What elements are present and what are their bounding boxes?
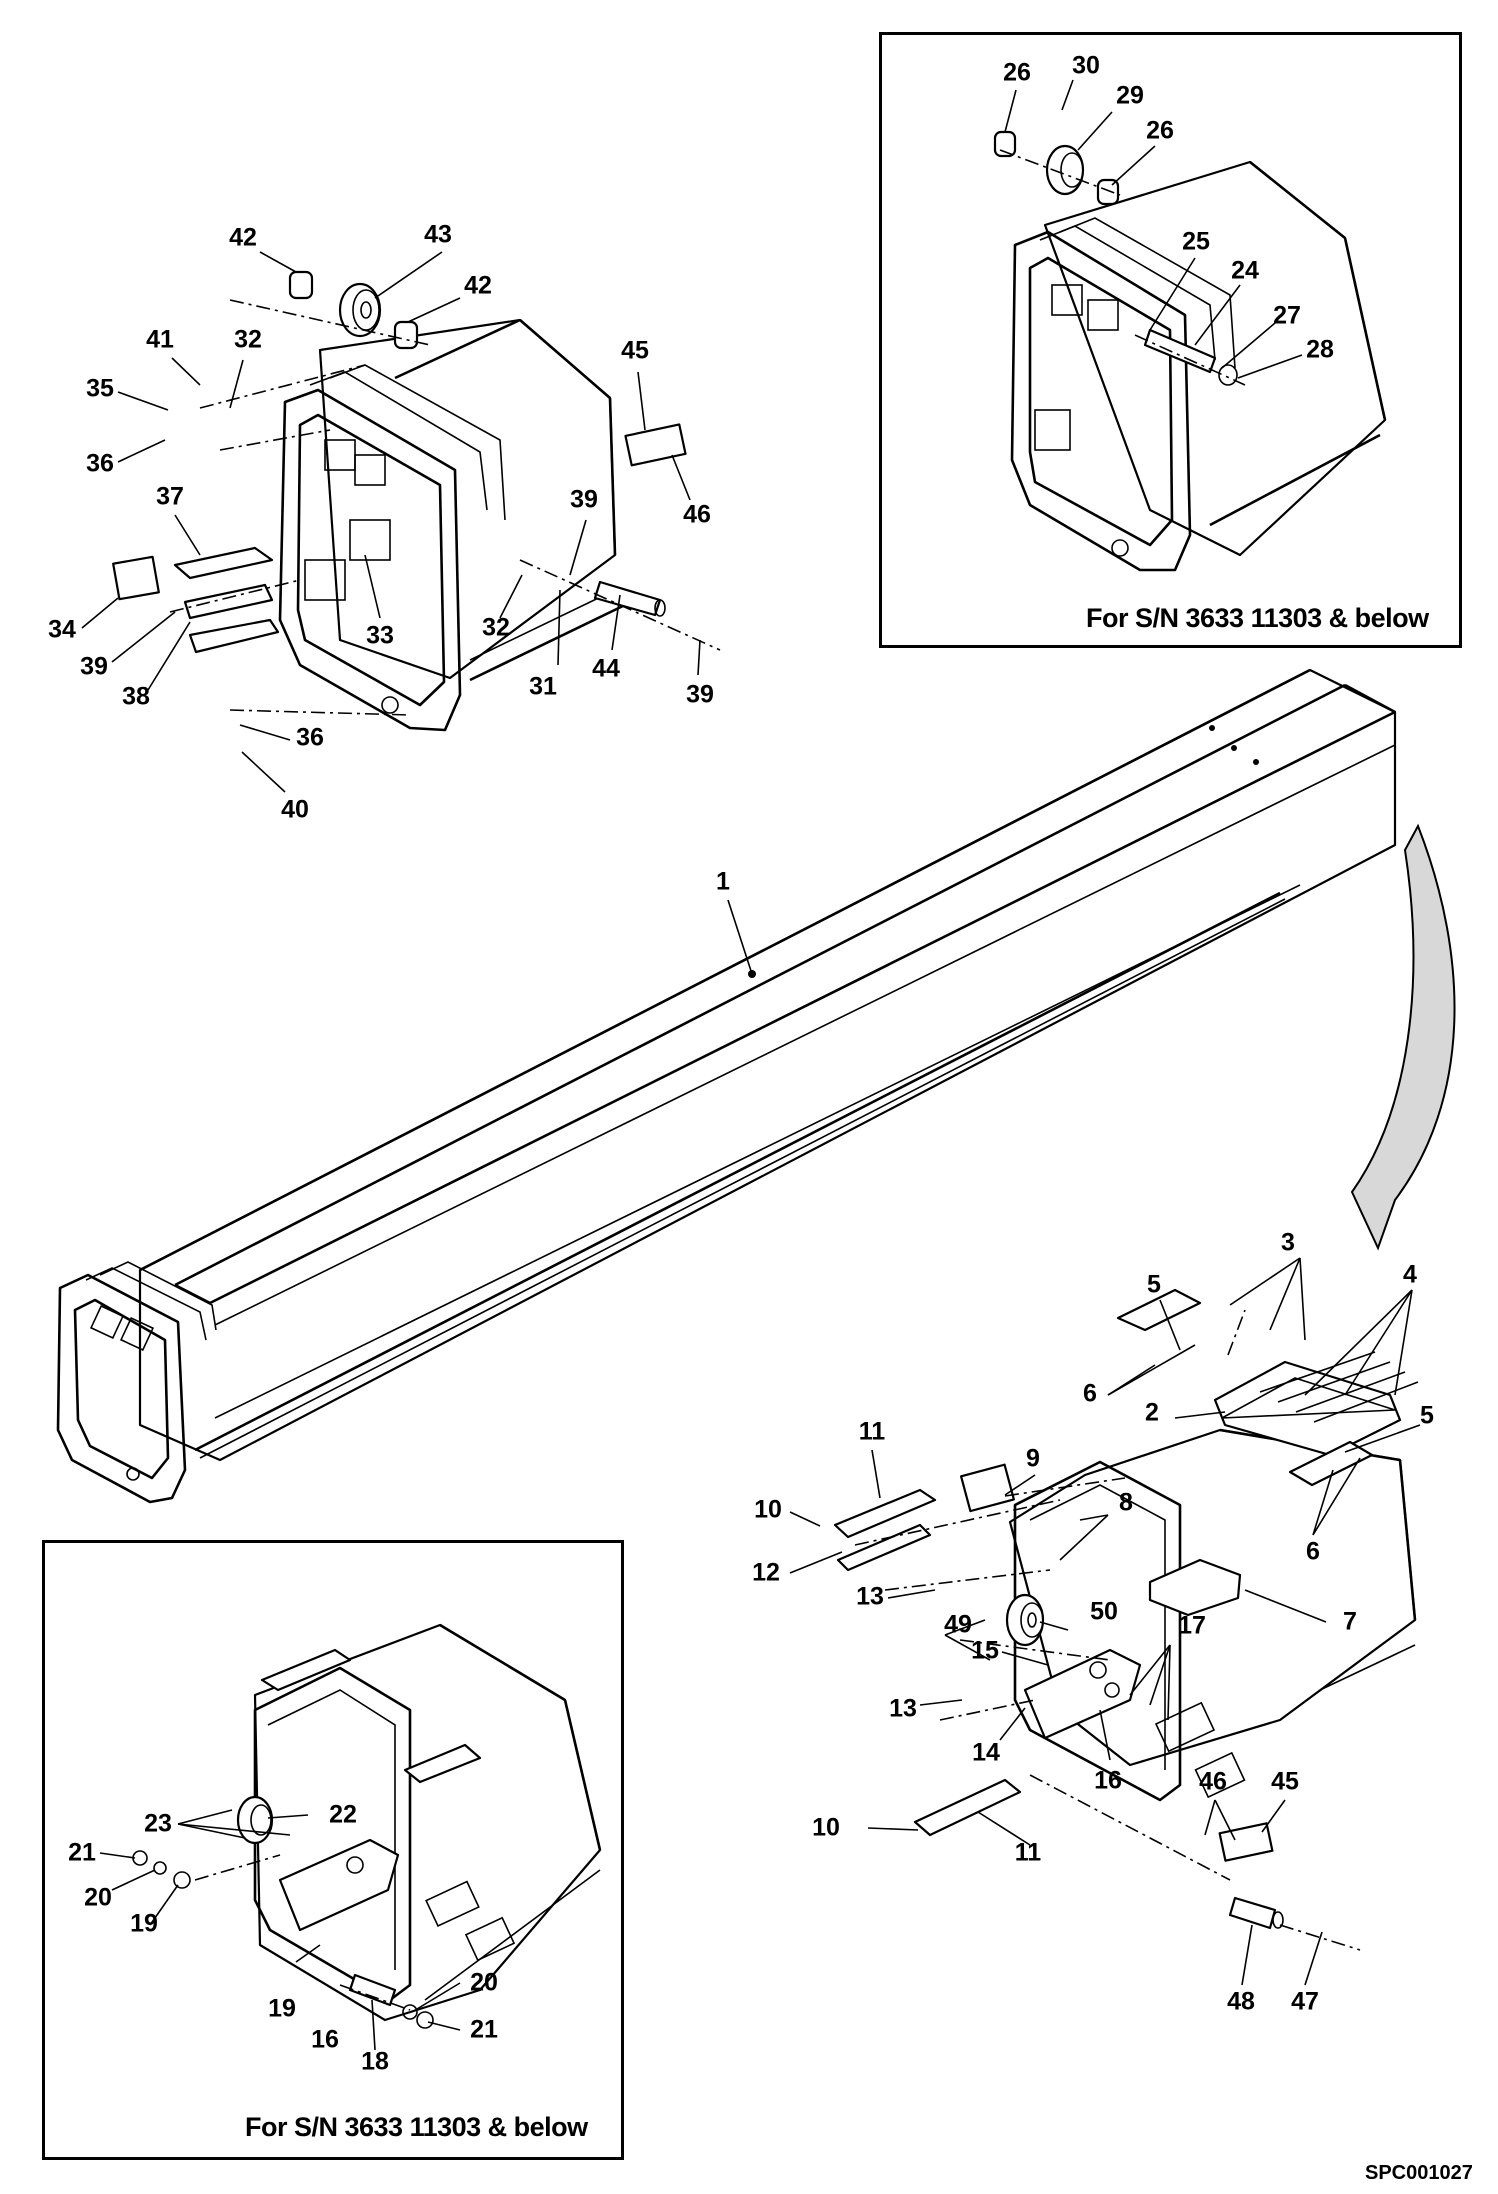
callout-50: 50 [1090,1597,1118,1626]
inset-caption-bottom-left: For S/N 3633 11303 & below [245,2112,588,2142]
boom-head-assembly [112,270,721,732]
inset-bottom-left-art [132,1623,602,2029]
callout-28: 28 [1306,335,1334,364]
callout-14: 14 [972,1738,1000,1767]
figure-id: SPC001027 [1365,2162,1473,2184]
callout-24: 24 [1231,256,1259,285]
callout-29: 29 [1116,81,1144,110]
callout-3: 3 [1281,1228,1295,1257]
callout-31: 31 [529,672,557,701]
callout-46: 46 [1199,1767,1227,1796]
callout-22: 22 [329,1800,357,1829]
callout-34: 34 [48,615,76,644]
callout-26: 26 [1146,116,1174,145]
view-arrow [1350,823,1456,1251]
callout-10: 10 [812,1813,840,1842]
callout-20: 20 [470,1968,498,1997]
leaders-top-right [1004,79,1303,379]
leaders-top-left [81,251,701,793]
callout-10: 10 [754,1495,782,1524]
callout-27: 27 [1273,301,1301,330]
callout-37: 37 [156,482,184,511]
callout-9: 9 [1026,1444,1040,1473]
callout-16: 16 [311,2025,339,2054]
callout-13: 13 [889,1694,917,1723]
callout-35: 35 [86,374,114,403]
callout-11: 11 [858,1417,886,1446]
callout-6: 6 [1083,1379,1097,1408]
callout-32: 32 [234,325,262,354]
callout-40: 40 [281,795,309,824]
callout-1: 1 [716,867,730,896]
callout-21: 21 [68,1838,96,1867]
callout-49: 49 [944,1610,972,1639]
callout-23: 23 [144,1809,172,1838]
callout-48: 48 [1227,1987,1255,2016]
leaders-bottom-right [789,1257,1421,1986]
callout-39: 39 [570,485,598,514]
callout-36: 36 [86,449,114,478]
callout-33: 33 [366,621,394,650]
callout-12: 12 [752,1558,780,1587]
callout-18: 18 [361,2047,389,2076]
callout-42: 42 [229,223,257,252]
callout-36: 36 [296,723,324,752]
boom-tail-assembly [833,1288,1419,1951]
callout-19: 19 [130,1909,158,1938]
callout-47: 47 [1291,1987,1319,2016]
callout-5: 5 [1420,1401,1434,1430]
callout-30: 30 [1072,51,1100,80]
callout-20: 20 [84,1883,112,1912]
callout-32: 32 [482,613,510,642]
callout-41: 41 [146,325,174,354]
callout-7: 7 [1343,1607,1357,1636]
callout-21: 21 [470,2015,498,2044]
inset-frame-top-right [879,32,1462,648]
callout-5: 5 [1147,1270,1161,1299]
leaders-bottom-left [99,1809,461,2051]
callout-45: 45 [1271,1767,1299,1796]
inset-top-right-art [993,130,1387,572]
callout-39: 39 [686,680,714,709]
callout-43: 43 [424,220,452,249]
callout-26: 26 [1003,58,1031,87]
callout-11: 11 [1014,1838,1042,1867]
inset-caption-top-right: For S/N 3633 11303 & below [1086,603,1429,633]
callout-17: 17 [1178,1611,1206,1640]
callout-45: 45 [621,336,649,365]
callout-39: 39 [80,652,108,681]
callout-44: 44 [592,654,620,683]
callout-19: 19 [268,1994,296,2023]
callout-4: 4 [1403,1260,1417,1289]
callout-42: 42 [464,271,492,300]
callout-15: 15 [971,1636,999,1665]
callout-8: 8 [1119,1488,1133,1517]
callout-6: 6 [1306,1537,1320,1566]
boom-tube [56,668,1397,1504]
callout-13: 13 [856,1582,884,1611]
callout-38: 38 [122,682,150,711]
callout-2: 2 [1145,1398,1159,1427]
inset-frame-bottom-left [42,1540,624,2160]
callout-25: 25 [1182,227,1210,256]
callout-46: 46 [683,500,711,529]
callout-16: 16 [1094,1766,1122,1795]
